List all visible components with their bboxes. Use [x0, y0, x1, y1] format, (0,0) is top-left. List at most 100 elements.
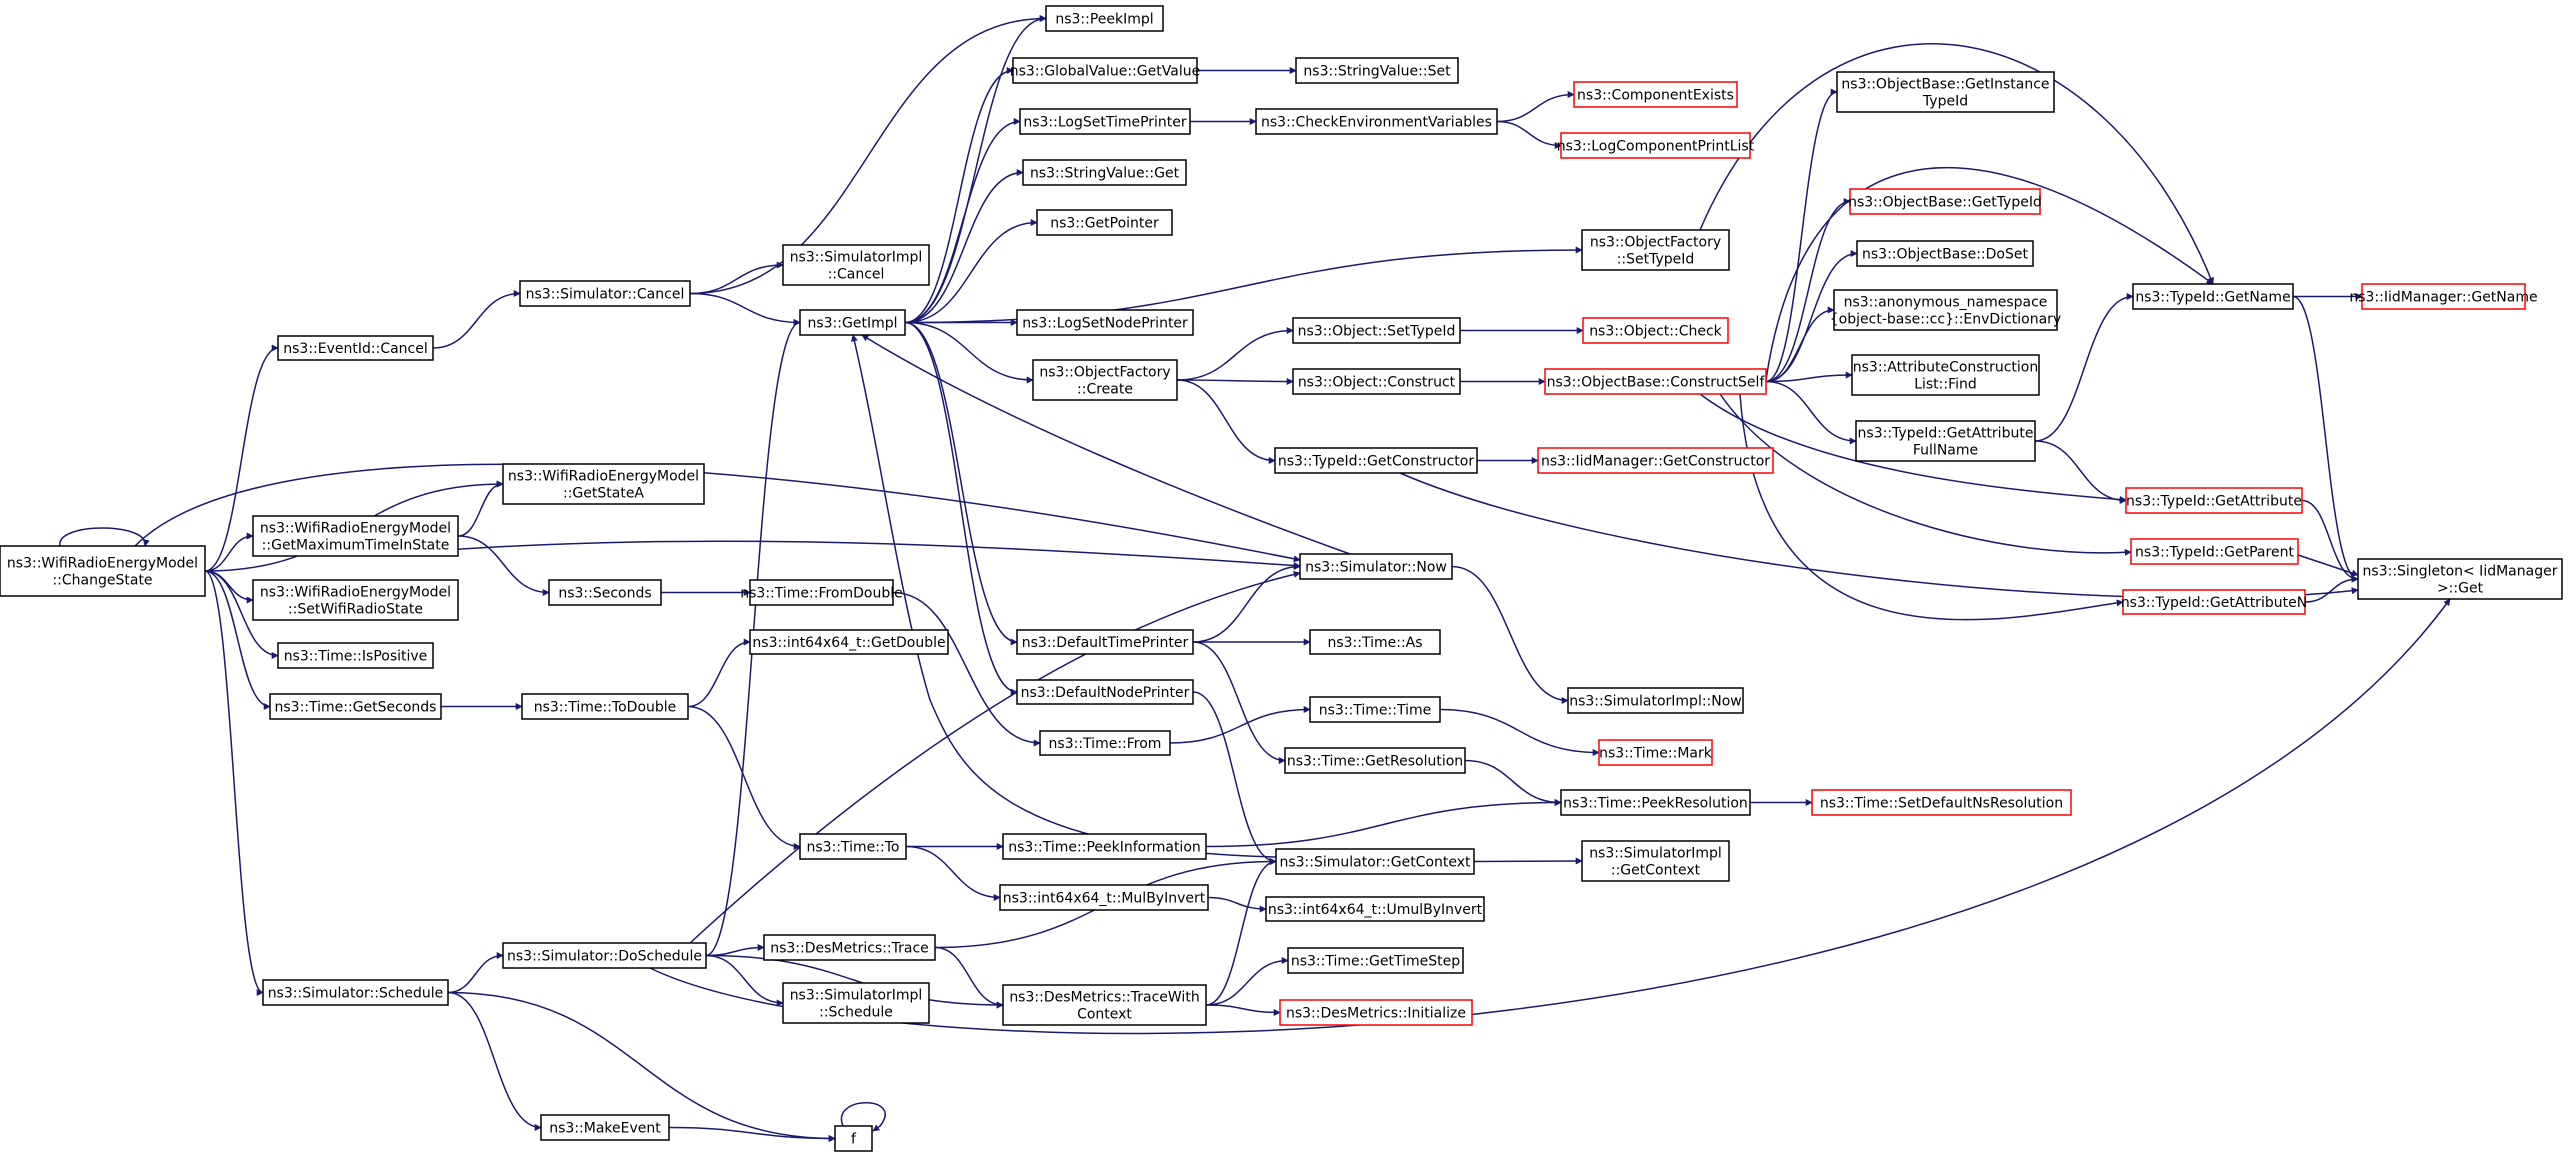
node-checkenv[interactable]: ns3::CheckEnvironmentVariables [1255, 108, 1498, 135]
node-implcancel[interactable]: ns3::SimulatorImpl::Cancel [782, 244, 930, 286]
node-peekresolution[interactable]: ns3::Time::PeekResolution [1560, 789, 1751, 816]
node-getimpl[interactable]: ns3::GetImpl [799, 309, 906, 336]
node-label: ns3::Time::Mark [1599, 746, 1713, 762]
node-svset[interactable]: ns3::StringValue::Set [1295, 57, 1459, 84]
node-label: FullName [1913, 443, 1978, 459]
node-ofsettypeid[interactable]: ns3::ObjectFactory::SetTypeId [1581, 229, 1730, 271]
node-implnow[interactable]: ns3::SimulatorImpl::Now [1567, 687, 1744, 714]
node-label: ns3::Simulator::Schedule [268, 986, 444, 1002]
node-iidgetconstructor[interactable]: ns3::IidManager::GetConstructor [1537, 447, 1774, 474]
node-doschedule[interactable]: ns3::Simulator::DoSchedule [502, 942, 707, 969]
node-box [1032, 359, 1178, 401]
node-label: ns3::IidManager::GetName [2349, 290, 2537, 306]
node-todouble[interactable]: ns3::Time::ToDouble [521, 693, 689, 720]
node-singletonget[interactable]: ns3::Singleton< IidManager >::Get [2357, 558, 2563, 600]
node-logsettimeprinter[interactable]: ns3::LogSetTimePrinter [1019, 108, 1191, 135]
edge-constructself-to-tidgetattribute [1699, 393, 2127, 503]
node-mulbyinvert[interactable]: ns3::int64x64_t::MulByInvert [999, 884, 1209, 911]
node-setdefaultnsres[interactable]: ns3::Time::SetDefaultNsResolution [1811, 789, 2072, 816]
node-objconstruct[interactable]: ns3::Object::Construct [1292, 368, 1461, 395]
node-objcheck[interactable]: ns3::Object::Check [1582, 317, 1729, 344]
node-label: ns3::SimulatorImpl [790, 988, 923, 1004]
node-label: ns3::Simulator::Cancel [526, 287, 685, 303]
node-timetime[interactable]: ns3::Time::Time [1309, 696, 1441, 723]
node-box [749, 629, 949, 655]
node-ofcreate[interactable]: ns3::ObjectFactory::Create [1032, 359, 1178, 401]
node-constructself[interactable]: ns3::ObjectBase::ConstructSelf [1544, 368, 1767, 395]
node-gvgetvalue[interactable]: ns3::GlobalValue::GetValue [1010, 57, 1200, 84]
edge-ofsettypeid-to-tidgetname [1699, 43, 2214, 285]
node-implgetcontext[interactable]: ns3::SimulatorImpl::GetContext [1581, 840, 1730, 882]
node-desmetricstrace[interactable]: ns3::DesMetrics::Trace [763, 934, 936, 961]
node-iidgetname[interactable]: ns3::IidManager::GetName [2349, 283, 2538, 310]
node-simcancel[interactable]: ns3::Simulator::Cancel [519, 280, 691, 307]
node-defaultnodeprinter[interactable]: ns3::DefaultNodePrinter [1016, 679, 1194, 705]
node-objsettypeid[interactable]: ns3::Object::SetTypeId [1292, 317, 1461, 344]
node-label: ns3::SimulatorImpl [1589, 846, 1722, 862]
node-getcontext[interactable]: ns3::Simulator::GetContext [1275, 848, 1475, 875]
node-makeevent[interactable]: ns3::MakeEvent [540, 1114, 670, 1141]
node-svget[interactable]: ns3::StringValue::Get [1022, 159, 1187, 186]
node-fromdouble[interactable]: ns3::Time::FromDouble [740, 579, 903, 606]
node-timeas[interactable]: ns3::Time::As [1309, 629, 1441, 655]
node-getmaxtime[interactable]: ns3::WifiRadioEnergyModel::GetMaximumTim… [252, 515, 459, 557]
edge-getimpl-to-ofcreate [904, 321, 1034, 384]
node-getconstructor[interactable]: ns3::TypeId::GetConstructor [1274, 447, 1478, 474]
edge-constructself-to-tidgetname [1765, 166, 2214, 381]
node-defaulttimeprinter[interactable]: ns3::DefaultTimePrinter [1016, 629, 1194, 655]
node-box [1287, 947, 1464, 974]
node-label: ns3::EventId::Cancel [283, 341, 428, 357]
node-simnow[interactable]: ns3::Simulator::Now [1299, 553, 1453, 580]
node-timeto[interactable]: ns3::Time::To [799, 833, 907, 860]
node-schedule[interactable]: ns3::Simulator::Schedule [262, 979, 449, 1006]
node-envdictionary[interactable]: ns3::anonymous_namespace{object-base::cc… [1830, 289, 2061, 331]
node-logcomponentprintlist[interactable]: ns3::LogComponentPrintList [1557, 132, 1755, 159]
node-logsetnodeprinter[interactable]: ns3::LogSetNodePrinter [1016, 309, 1194, 336]
node-getresolution[interactable]: ns3::Time::GetResolution [1284, 747, 1466, 774]
edge-tracewithcontext-to-getcontext [1205, 858, 1277, 1006]
node-box [548, 579, 662, 606]
node-changestate[interactable]: ns3::WifiRadioEnergyModel::ChangeState [0, 545, 206, 597]
node-peekimpl[interactable]: ns3::PeekImpl [1045, 5, 1164, 32]
node-getdouble[interactable]: ns3::int64x64_t::GetDouble [749, 629, 949, 655]
node-box [1039, 730, 1171, 756]
node-label: f [851, 1132, 857, 1148]
edge-tracewithcontext-to-gettimestep [1205, 957, 1289, 1006]
node-setwifiradiostate[interactable]: ns3::WifiRadioEnergyModel::SetWifiRadioS… [252, 579, 459, 621]
node-umulbyinvert[interactable]: ns3::int64x64_t::UmulByInvert [1265, 896, 1485, 922]
node-ispositive[interactable]: ns3::Time::IsPositive [277, 642, 434, 669]
node-tidgetname[interactable]: ns3::TypeId::GetName [2132, 283, 2294, 310]
node-componentexists[interactable]: ns3::ComponentExists [1573, 81, 1738, 108]
node-label: ns3::Time::As [1327, 635, 1422, 651]
node-timefrom[interactable]: ns3::Time::From [1039, 730, 1171, 756]
node-seconds[interactable]: ns3::Seconds [548, 579, 662, 606]
edge-getresolution-to-peekresolution [1464, 759, 1562, 806]
node-f[interactable]: f [834, 1125, 873, 1152]
node-implschedule[interactable]: ns3::SimulatorImpl::Schedule [782, 982, 930, 1024]
node-obdoset[interactable]: ns3::ObjectBase::DoSet [1856, 240, 2034, 267]
node-label: ns3::ObjectFactory [1039, 365, 1170, 381]
node-desinit[interactable]: ns3::DesMetrics::Initialize [1279, 999, 1473, 1026]
node-peekinfo[interactable]: ns3::Time::PeekInformation [1002, 833, 1207, 860]
node-tidgetparent[interactable]: ns3::TypeId::GetParent [2130, 538, 2299, 565]
edge-changestate-to-changestate [59, 527, 150, 547]
edge-getimpl-to-defaultnodeprinter [904, 321, 1018, 696]
node-gettimestep[interactable]: ns3::Time::GetTimeStep [1287, 947, 1464, 974]
node-box [1851, 354, 2040, 396]
node-getpointer[interactable]: ns3::GetPointer [1036, 209, 1173, 236]
node-timemark[interactable]: ns3::Time::Mark [1598, 739, 1713, 766]
node-tidgetattributen[interactable]: ns3::TypeId::GetAttributeN [2121, 589, 2307, 615]
node-eventcancel[interactable]: ns3::EventId::Cancel [277, 335, 434, 361]
node-getseconds[interactable]: ns3::Time::GetSeconds [269, 693, 442, 720]
node-label: ns3::AttributeConstruction [1853, 360, 2038, 376]
node-obgettypeid[interactable]: ns3::ObjectBase::GetTypeId [1848, 188, 2042, 215]
node-label: ::Create [1077, 382, 1133, 398]
node-box [269, 693, 442, 720]
node-tidgetattribute[interactable]: ns3::TypeId::GetAttribute [2125, 487, 2303, 514]
node-getstatea[interactable]: ns3::WifiRadioEnergyModel::GetStateA [502, 463, 705, 505]
